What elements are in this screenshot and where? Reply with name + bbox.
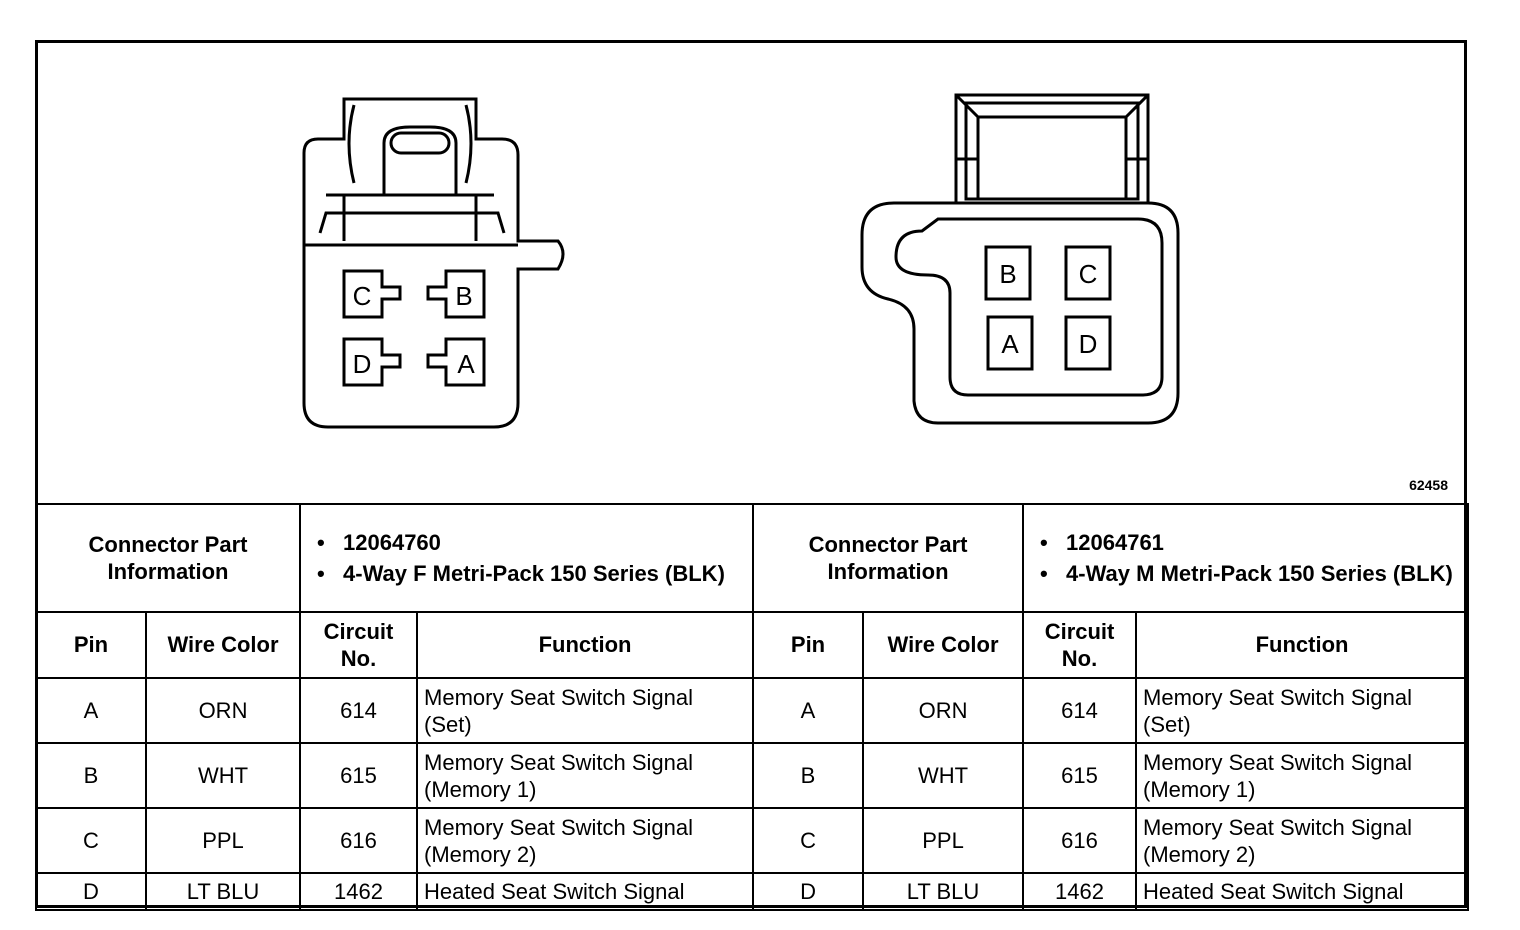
function-header: Function — [416, 611, 755, 679]
function-header: Function — [1135, 611, 1470, 679]
circuit-header: Circuit No. — [299, 611, 419, 679]
circuit-cell: 615 — [299, 742, 419, 809]
connector-info-label: Connector Part Information — [34, 503, 302, 613]
connector-info-label: Connector Part Information — [752, 503, 1025, 613]
male-pin-label: D — [1079, 329, 1098, 359]
wire-color-cell: ORN — [862, 677, 1025, 744]
female-pin-label: B — [455, 281, 472, 311]
table-row: C PPL 616 Memory Seat Switch Signal (Mem… — [35, 807, 1470, 874]
column-header-row: Pin Wire Color Circuit No. Function Pin … — [35, 611, 1470, 679]
pin-header: Pin — [35, 611, 147, 679]
pin-cell: B — [35, 742, 147, 809]
pin-cell: D — [752, 872, 865, 911]
female-pin-label: A — [457, 349, 475, 379]
function-cell: Heated Seat Switch Signal — [416, 872, 755, 911]
part-description: 4-Way M Metri-Pack 150 Series (BLK) — [1040, 558, 1461, 589]
circuit-cell: 1462 — [299, 872, 419, 911]
wire-color-cell: PPL — [144, 807, 302, 874]
figure-id: 62458 — [1409, 477, 1448, 493]
function-cell: Memory Seat Switch Signal (Set) — [1135, 677, 1470, 744]
pin-cell: B — [752, 742, 865, 809]
table-row: B WHT 615 Memory Seat Switch Signal (Mem… — [35, 742, 1470, 809]
male-pin-label: C — [1079, 259, 1098, 289]
wire-color-header: Wire Color — [144, 611, 302, 679]
circuit-header: Circuit No. — [1022, 611, 1138, 679]
part-description: 4-Way F Metri-Pack 150 Series (BLK) — [317, 558, 746, 589]
function-cell: Heated Seat Switch Signal — [1135, 872, 1470, 911]
pin-cell: A — [752, 677, 865, 744]
function-cell: Memory Seat Switch Signal (Set) — [416, 677, 755, 744]
wire-color-cell: LT BLU — [862, 872, 1025, 911]
connector-part-info: 12064760 4-Way F Metri-Pack 150 Series (… — [299, 503, 755, 613]
part-number: 12064760 — [317, 527, 746, 558]
wire-color-header: Wire Color — [862, 611, 1025, 679]
pin-cell: D — [35, 872, 147, 911]
circuit-cell: 616 — [299, 807, 419, 874]
function-cell: Memory Seat Switch Signal (Memory 2) — [1135, 807, 1470, 874]
wire-color-cell: WHT — [862, 742, 1025, 809]
female-pin-label: C — [353, 281, 372, 311]
male-pin-label: A — [1001, 329, 1019, 359]
pin-header: Pin — [752, 611, 865, 679]
pin-cell: A — [35, 677, 147, 744]
connector-sheet: C B D A B C A D — [34, 40, 1470, 911]
circuit-cell: 614 — [299, 677, 419, 744]
female-connector-drawing — [302, 97, 565, 429]
female-pin-label: D — [353, 349, 372, 379]
table-row: A ORN 614 Memory Seat Switch Signal (Set… — [35, 677, 1470, 744]
connector-diagrams: C B D A B C A D — [302, 93, 1180, 429]
wire-color-cell: PPL — [862, 807, 1025, 874]
wire-color-cell: ORN — [144, 677, 302, 744]
male-pin-label: B — [999, 259, 1016, 289]
wire-color-cell: LT BLU — [144, 872, 302, 911]
function-cell: Memory Seat Switch Signal (Memory 1) — [416, 742, 755, 809]
pin-cell: C — [35, 807, 147, 874]
pin-cell: C — [752, 807, 865, 874]
function-cell: Memory Seat Switch Signal (Memory 1) — [1135, 742, 1470, 809]
circuit-cell: 615 — [1022, 742, 1138, 809]
connector-part-info: 12064761 4-Way M Metri-Pack 150 Series (… — [1022, 503, 1470, 613]
table-row: D LT BLU 1462 Heated Seat Switch Signal … — [35, 872, 1470, 911]
connector-table: Connector Part Information 12064760 4-Wa… — [34, 503, 1470, 911]
male-connector-drawing — [860, 93, 1180, 425]
function-cell: Memory Seat Switch Signal (Memory 2) — [416, 807, 755, 874]
part-number: 12064761 — [1040, 527, 1461, 558]
circuit-cell: 1462 — [1022, 872, 1138, 911]
wire-color-cell: WHT — [144, 742, 302, 809]
circuit-cell: 614 — [1022, 677, 1138, 744]
part-info-row: Connector Part Information 12064760 4-Wa… — [34, 503, 1470, 613]
circuit-cell: 616 — [1022, 807, 1138, 874]
